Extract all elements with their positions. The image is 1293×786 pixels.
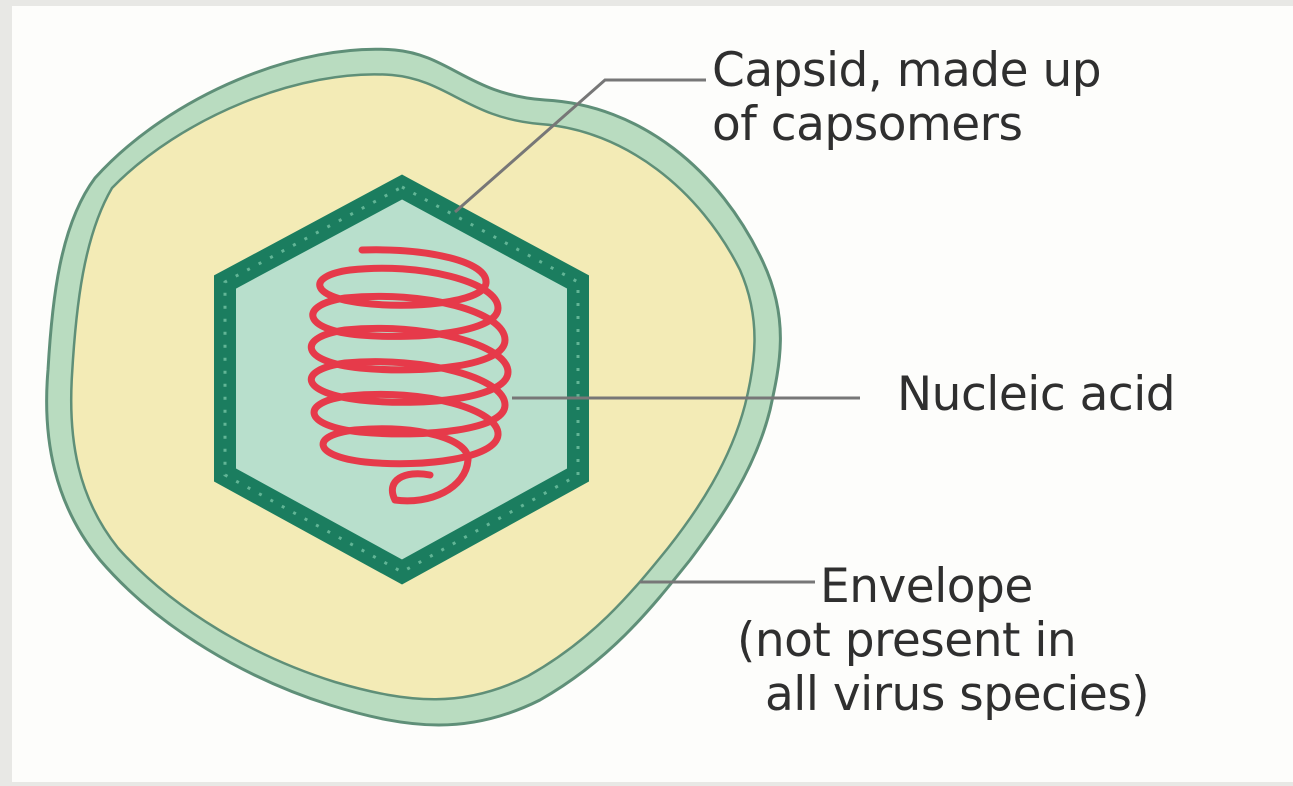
envelope-label-line-1: Envelope xyxy=(737,560,1149,614)
capsid-label: Capsid, made up of capsomers xyxy=(712,44,1101,152)
nucleic-acid-label: Nucleic acid xyxy=(897,368,1175,422)
capsid-label-line-2: of capsomers xyxy=(712,98,1101,152)
envelope-label: Envelope (not present in all virus speci… xyxy=(737,560,1149,722)
capsid-label-line-1: Capsid, made up xyxy=(712,44,1101,98)
envelope-label-line-2: (not present in xyxy=(737,614,1149,668)
envelope-label-line-3: all virus species) xyxy=(737,668,1149,722)
capsid xyxy=(225,187,578,572)
